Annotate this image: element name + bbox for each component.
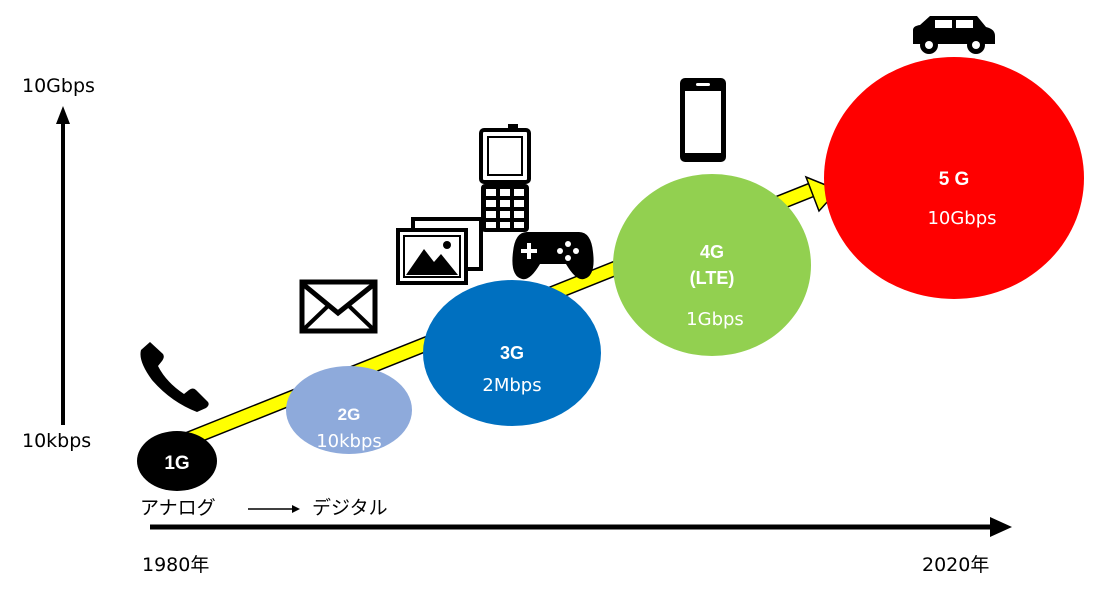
generation-2g-label: 2G (338, 405, 361, 424)
y-axis-top-label: 10Gbps (22, 75, 95, 97)
generation-2g-speed: 10kbps (316, 431, 382, 452)
generation-5g-label: 5 G (939, 169, 970, 190)
digital-label: デジタル (312, 497, 388, 519)
generation-5g: 5 G 10Gbps (824, 57, 1084, 299)
generation-5g-speed: 10Gbps (927, 208, 996, 229)
phone-handset-icon (140, 342, 209, 412)
flip-phone-icon (479, 124, 531, 232)
gamepad-icon (512, 232, 594, 280)
x-axis-start-label: 1980年 (142, 554, 209, 576)
x-axis-end-label: 2020年 (922, 554, 989, 576)
y-axis-bottom-label: 10kbps (22, 430, 91, 452)
generation-3g-speed: 2Mbps (482, 375, 541, 396)
generation-2g: 2G 10kbps (286, 366, 412, 454)
generation-4g-label: 4G (700, 242, 724, 262)
generation-1g: 1G (137, 431, 217, 491)
generation-3g-label: 3G (500, 343, 524, 363)
car-icon (913, 16, 995, 54)
generation-4g: 4G (LTE) 1Gbps (613, 174, 811, 356)
generation-4g-speed: 1Gbps (686, 309, 744, 330)
analog-label: アナログ (140, 497, 216, 519)
smartphone-icon (680, 78, 726, 162)
envelope-icon (299, 279, 378, 334)
pictures-icon (396, 217, 483, 285)
x-axis (150, 517, 1012, 537)
generation-4g-sublabel: (LTE) (690, 268, 735, 288)
transition-arrow (248, 505, 300, 513)
y-axis (56, 106, 70, 425)
generation-1g-label: 1G (164, 453, 189, 474)
generation-3g: 3G 2Mbps (423, 280, 601, 426)
